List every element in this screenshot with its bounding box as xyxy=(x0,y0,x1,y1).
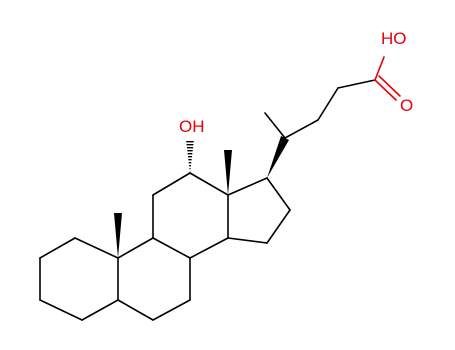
carboxyl-hydroxyl-label: HO xyxy=(381,29,407,48)
ring-d xyxy=(227,177,291,244)
methyl-c10-wedge xyxy=(114,213,122,258)
hydroxyl-hash-bond xyxy=(186,140,194,173)
carbonyl-oxygen-label: O xyxy=(400,96,414,115)
ring-b xyxy=(117,237,191,321)
side-chain-wedge xyxy=(267,136,289,178)
side-chain xyxy=(264,56,401,139)
hydroxyl-12-label: OH xyxy=(179,117,205,136)
methyl-c13-wedge xyxy=(224,150,232,195)
ring-a xyxy=(39,237,119,321)
ring-c xyxy=(152,172,229,259)
